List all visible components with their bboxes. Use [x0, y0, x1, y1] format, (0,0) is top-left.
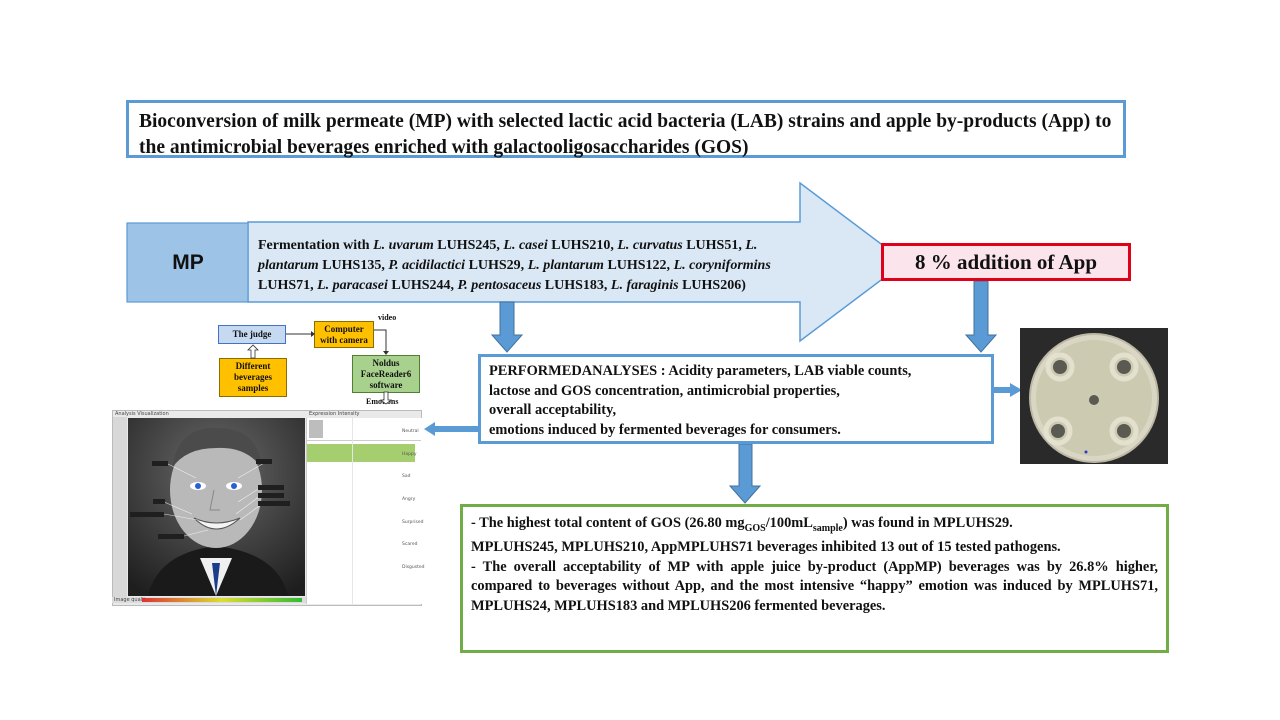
image-quality-meter	[142, 598, 302, 602]
face-illustration	[128, 418, 305, 596]
species-name: L. casei	[503, 238, 548, 253]
arrow-to-results	[728, 443, 762, 504]
species-name: L. curvatus	[617, 238, 683, 253]
emotion-label-angry: Angry	[402, 497, 416, 502]
emotion-label-sad: Sad	[402, 474, 411, 479]
fermentation-fragment: LUHS135,	[318, 258, 389, 273]
species-name: L. paracasei	[317, 278, 388, 293]
fermentation-arrow	[247, 181, 907, 343]
app-addition-box: 8 % addition of App	[881, 243, 1131, 281]
app-addition-label: 8 % addition of App	[914, 249, 1098, 274]
results-antimicrobial: MPLUHS245, MPLUHS210, AppMPLUHS71 bevera…	[471, 539, 1061, 556]
neutral-intensity-bar	[309, 420, 323, 438]
petri-dish-illustration	[1029, 333, 1159, 463]
arrow-to-facereader	[424, 422, 487, 436]
emotion-label-surprised: Surprised	[402, 520, 424, 525]
species-name: L. plantarum	[258, 238, 758, 273]
species-name: L. faraginis	[610, 278, 679, 293]
flow-judge: The judge	[218, 325, 286, 344]
fermentation-fragment: LUHS29,	[465, 258, 528, 273]
analyses-line-2: lactose and GOS concentration, antimicro…	[489, 382, 840, 399]
image-quality-bar: Image quality	[112, 597, 307, 603]
mp-box	[126, 222, 249, 303]
facereader-toolbar	[113, 417, 127, 597]
fermentation-text: Fermentation with L. uvarum LUHS245, L. …	[258, 236, 808, 296]
arrow-to-analyses	[490, 301, 524, 353]
emotion-label-happy: Happy	[402, 452, 417, 457]
species-name: L. uvarum	[373, 238, 434, 253]
flow-emotions-label: Emotions	[366, 397, 399, 406]
species-name: L. coryniformins	[673, 258, 771, 273]
fermentation-fragment: LUHS51,	[682, 238, 746, 253]
fermentation-fragment: LUHS206)	[678, 278, 746, 293]
expression-intensity-panel	[306, 418, 422, 604]
intensity-divider	[307, 440, 421, 441]
species-name: L. plantarum	[527, 258, 604, 273]
results-box: - The highest total content of GOS (26.8…	[460, 504, 1169, 653]
flow-beverages: Different beverages samples	[219, 358, 287, 397]
happy-intensity-bar	[307, 444, 416, 462]
flow-video-label: video	[378, 313, 397, 322]
analysis-visualization-title: Analysis Visualization	[115, 411, 169, 417]
intensity-gridline	[352, 418, 353, 604]
flow-noldus: Noldus FaceReader6 software	[352, 355, 420, 393]
emotion-label-scared: Scared	[402, 542, 418, 547]
mp-label: MP	[172, 251, 204, 274]
results-acceptability: - The overall acceptability of MP with a…	[471, 558, 1158, 614]
emotion-label-neutral: Neutral	[402, 429, 419, 434]
petri-dish-photo	[1020, 328, 1168, 464]
fermentation-fragment: LUHS183,	[541, 278, 611, 293]
fermentation-fragment: LUHS122,	[603, 258, 674, 273]
species-name: P. acidilactici	[388, 258, 466, 273]
emotion-label-disgusted: Disgusted	[402, 565, 425, 570]
fermentation-fragment: LUHS210,	[547, 238, 618, 253]
fermentation-fragment: LUHS244,	[387, 278, 458, 293]
species-name: P. pentosaceus	[457, 278, 542, 293]
arrow-app-down	[964, 280, 998, 353]
performed-analyses-box: PERFORMEDANALYSES : Acidity parameters, …	[478, 354, 994, 444]
face-photo	[128, 418, 305, 596]
analyses-line-4: emotions induced by fermented beverages …	[489, 421, 841, 438]
expression-intensity-title: Expression Intensity	[309, 411, 360, 417]
fermentation-fragment: LUHS245,	[433, 238, 504, 253]
results-gos: - The highest total content of GOS (26.8…	[471, 515, 1013, 534]
analyses-line-3: overall acceptability,	[489, 402, 617, 419]
title-box: Bioconversion of milk permeate (MP) with…	[126, 100, 1126, 158]
image-quality-label: Image quality	[114, 597, 149, 603]
fermentation-fragment: LUHS71,	[258, 278, 318, 293]
analyses-line-1: PERFORMEDANALYSES : Acidity parameters, …	[489, 363, 912, 379]
flow-computer: Computer with camera	[314, 321, 374, 348]
fermentation-fragment: Fermentation with	[258, 238, 374, 253]
title-text: Bioconversion of milk permeate (MP) with…	[139, 111, 1112, 158]
